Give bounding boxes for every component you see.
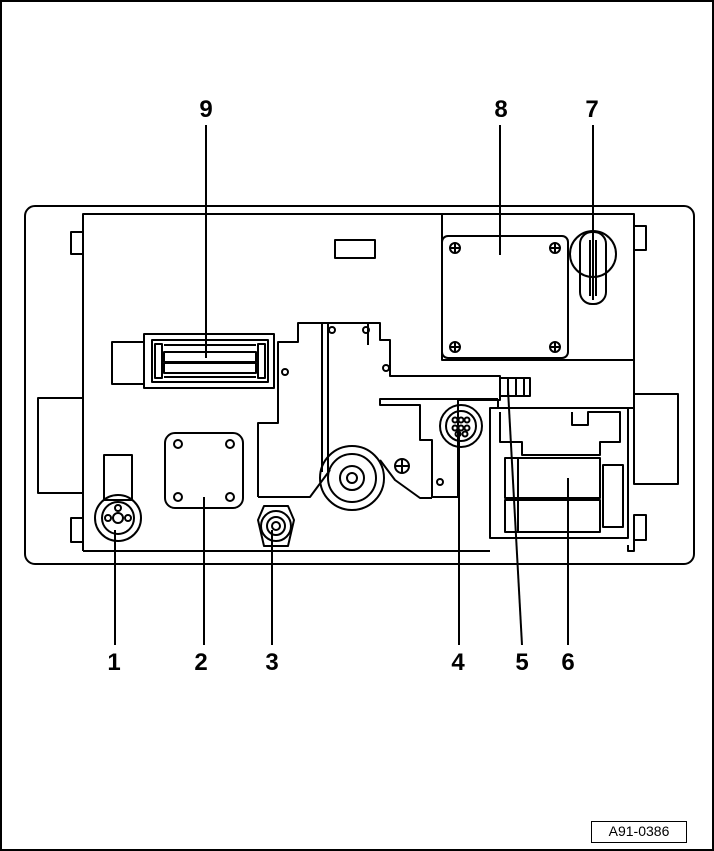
right-top-tab	[633, 225, 647, 251]
connector-block-6	[489, 407, 629, 539]
callout-3: 3	[265, 649, 278, 676]
callout-2: 2	[194, 649, 207, 676]
callout-8: 8	[494, 96, 507, 123]
left-side-block	[37, 397, 84, 494]
callout-6: 6	[561, 649, 574, 676]
figure-reference-code: A91-0386	[591, 821, 687, 843]
plate-8	[441, 214, 634, 361]
right-bottom-tab	[633, 514, 647, 541]
leader-line-5	[507, 389, 523, 646]
outer-housing	[24, 205, 695, 565]
callout-5: 5	[515, 649, 528, 676]
top-slot	[334, 239, 376, 259]
roller	[319, 445, 385, 511]
left-top-tab	[70, 231, 84, 255]
hex-fitting-3	[257, 505, 295, 547]
small-screw	[379, 458, 432, 499]
callout-4: 4	[451, 649, 465, 676]
left-bottom-tab	[70, 517, 84, 543]
central-bracket	[257, 322, 501, 498]
fitting-5	[497, 377, 634, 409]
socket-1	[94, 454, 142, 542]
inner-panel	[82, 213, 635, 551]
callout-9: 9	[199, 96, 212, 123]
right-side-block	[633, 393, 679, 485]
connector-9	[111, 333, 275, 389]
callout-7: 7	[585, 96, 598, 123]
round-connector-4	[439, 404, 483, 448]
callout-1: 1	[107, 649, 120, 676]
plate-2	[164, 432, 244, 509]
